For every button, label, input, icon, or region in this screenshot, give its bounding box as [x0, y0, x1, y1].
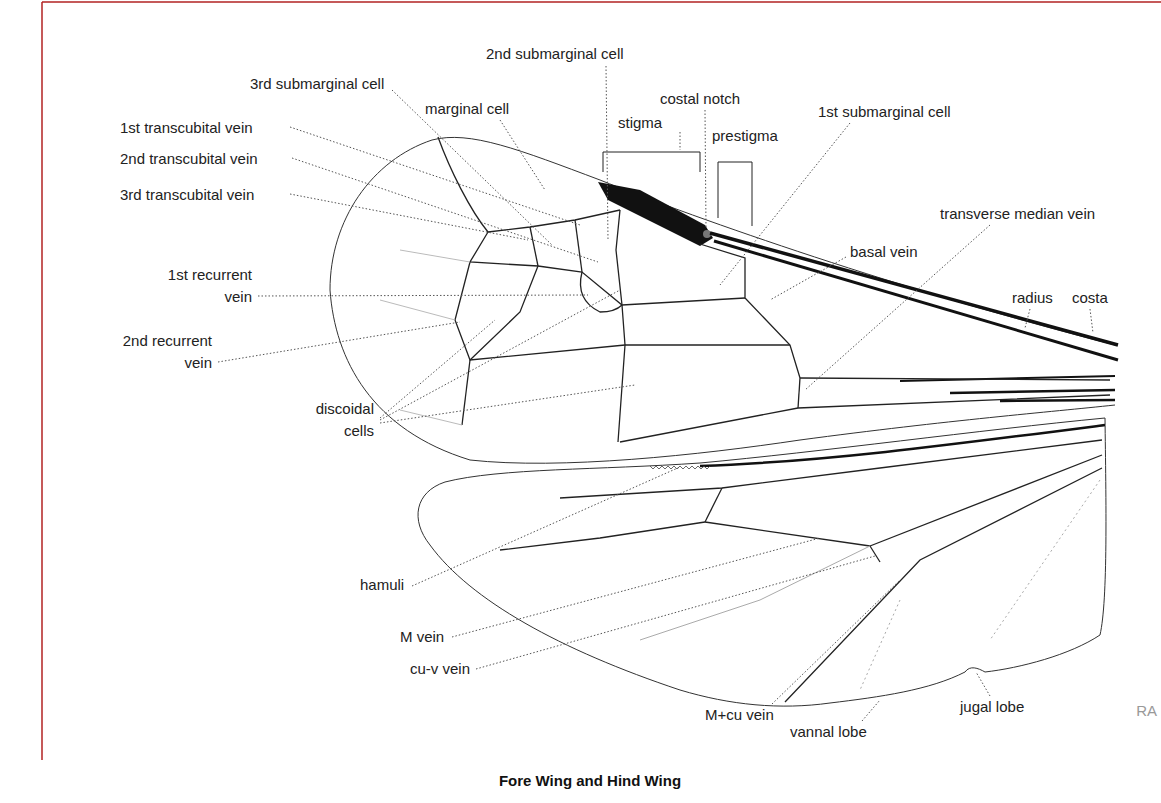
- part-label: M+cu vein: [705, 706, 774, 724]
- part-label: 1st recurrent vein: [140, 264, 252, 308]
- part-label: vannal lobe: [790, 723, 867, 741]
- part-label: discoidal cells: [290, 398, 374, 442]
- part-label: 2nd submarginal cell: [486, 45, 624, 63]
- part-label: marginal cell: [425, 100, 509, 118]
- part-label: 1st transcubital vein: [120, 119, 253, 137]
- part-label: 2nd transcubital vein: [120, 150, 258, 168]
- part-label: costa: [1072, 289, 1108, 307]
- part-label: M vein: [400, 628, 444, 646]
- part-label: 2nd recurrent vein: [100, 330, 212, 374]
- part-label: transverse median vein: [940, 205, 1095, 223]
- part-label: 1st submarginal cell: [818, 103, 951, 121]
- part-label: 3rd transcubital vein: [120, 186, 254, 204]
- part-label: hamuli: [360, 576, 404, 594]
- part-label: costal notch: [660, 90, 740, 108]
- part-label: RA: [1136, 702, 1157, 720]
- part-label: stigma: [618, 114, 662, 132]
- part-label: radius: [1012, 289, 1053, 307]
- part-label: prestigma: [712, 127, 778, 145]
- part-label: jugal lobe: [960, 698, 1024, 716]
- figure-caption: Fore Wing and Hind Wing: [390, 772, 790, 789]
- part-label: basal vein: [850, 243, 918, 261]
- part-label: cu-v vein: [410, 660, 470, 678]
- part-label: 3rd submarginal cell: [250, 75, 384, 93]
